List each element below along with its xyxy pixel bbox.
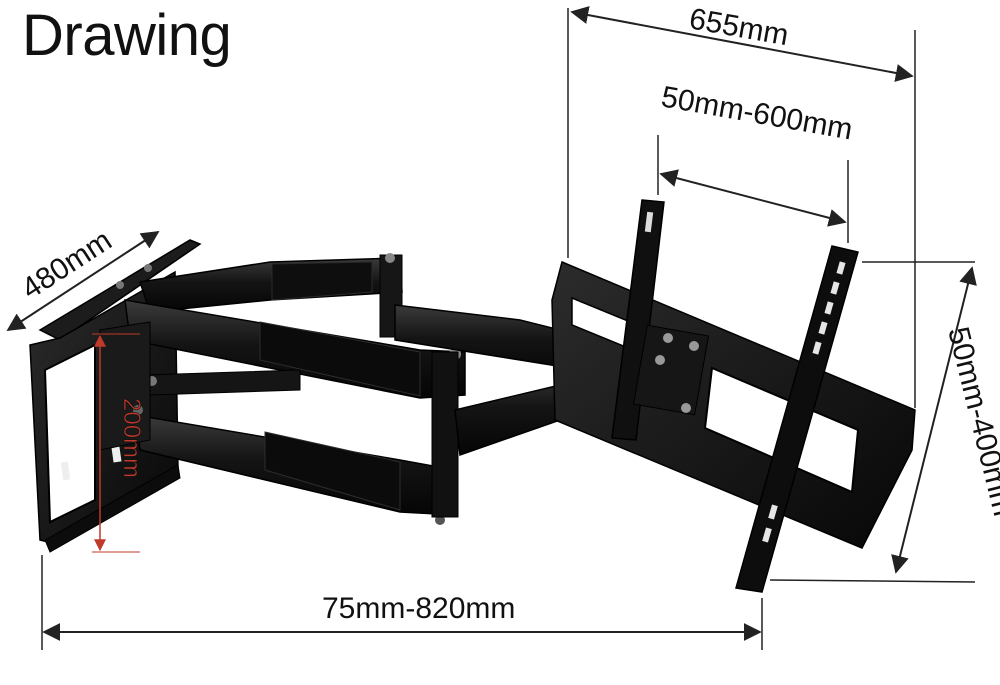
tv-bracket bbox=[551, 199, 916, 593]
dimension-lines bbox=[6, 6, 977, 650]
dim-label-vesa-horizontal: 50mm-600mm bbox=[659, 80, 855, 146]
diagram-title: Drawing bbox=[22, 3, 232, 68]
dim-label-extension: 75mm-820mm bbox=[322, 592, 515, 625]
dim-label-total-width: 655mm bbox=[687, 2, 791, 52]
dim-label-vesa-vertical: 50mm-400mm bbox=[941, 324, 1000, 520]
dim-label-wall-plate-height: 200mm bbox=[118, 398, 145, 478]
